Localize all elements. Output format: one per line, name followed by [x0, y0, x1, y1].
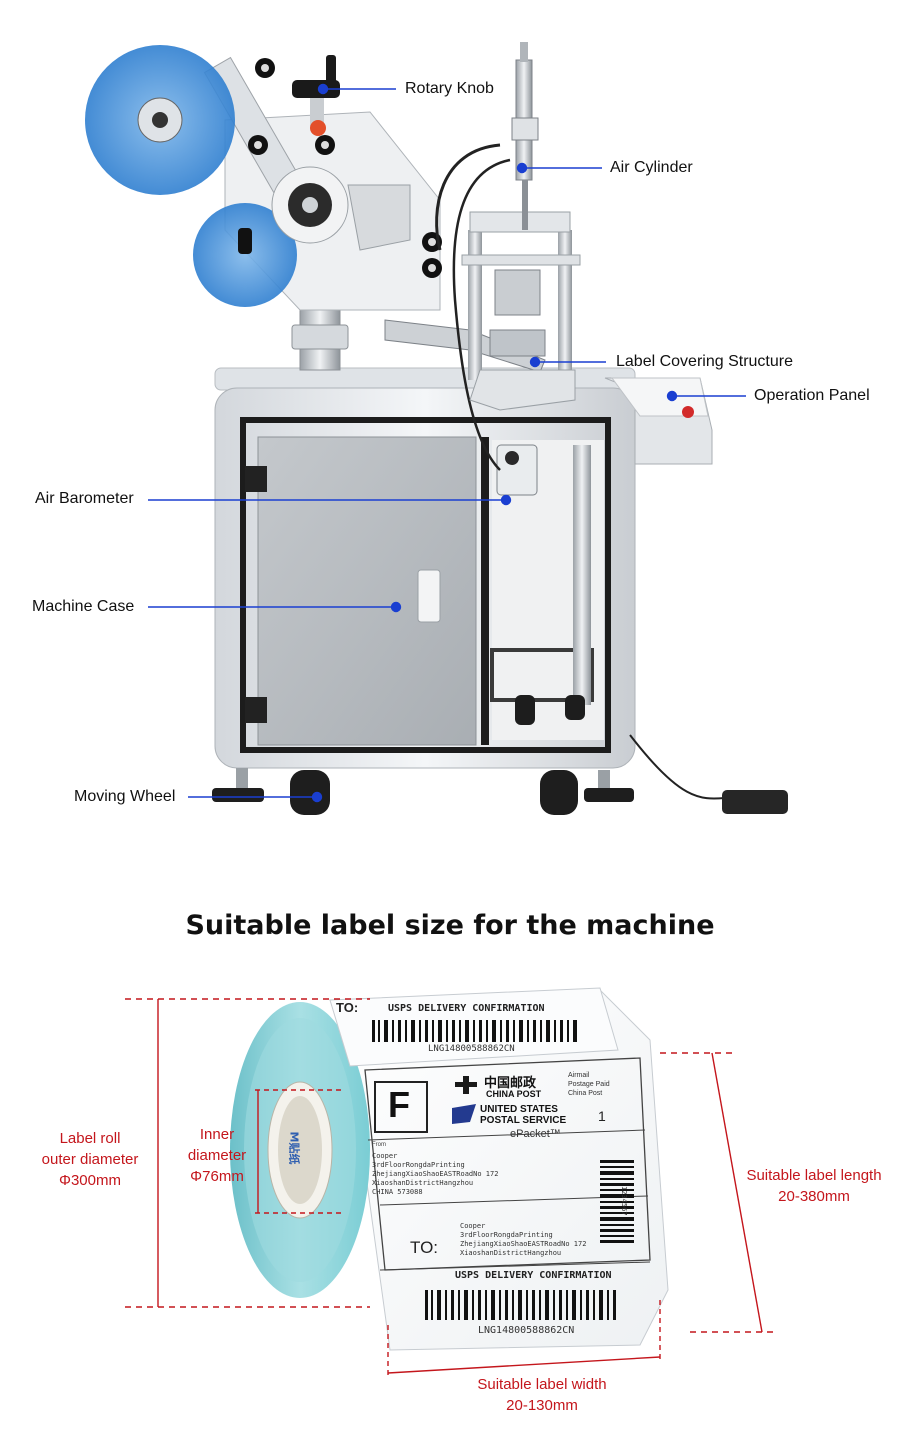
- label-text-tracking-top: LNG14800588862CN: [428, 1044, 515, 1054]
- label-recipient-3: ZhejiangXiaoShaoEASTRoadNo 172: [460, 1240, 587, 1248]
- label-to-big: TO:: [410, 1238, 439, 1257]
- label-airmail: Airmail: [568, 1072, 590, 1079]
- inner-diameter-line2: diameter: [187, 1147, 247, 1164]
- machine-case-door: [257, 436, 477, 746]
- roll-core-brand: M贴纸: [287, 1131, 301, 1165]
- label-covering-structure-label: Label Covering Structure: [616, 353, 793, 370]
- inner-diameter-label: Inner diameter Φ76mm: [184, 1124, 250, 1187]
- barcode-bottom: [425, 1290, 616, 1320]
- label-width-label: Suitable label width 20-130mm: [462, 1374, 622, 1416]
- label-width-line1: Suitable label width: [477, 1376, 607, 1393]
- label-sender-1: Cooper: [372, 1152, 398, 1160]
- air-barometer-label: Air Barometer: [35, 490, 134, 507]
- dimension-lines: [125, 998, 775, 1378]
- outer-diameter-line2: outer diameter: [41, 1151, 139, 1168]
- label-china-post-cn: 中国邮政: [484, 1076, 537, 1091]
- outer-diameter-label: Label roll outer diameter Φ300mm: [30, 1128, 150, 1191]
- operation-panel-label: Operation Panel: [754, 387, 870, 404]
- leveling-foot-left: [212, 788, 264, 802]
- label-side-code: 1234567: [620, 1186, 628, 1216]
- label-usps-name-1: UNITED STATES: [480, 1104, 558, 1115]
- label-tracking-bottom: LNG14800588862CN: [478, 1325, 575, 1336]
- label-china-post: CHINA POST: [486, 1089, 542, 1099]
- label-sender-5: CHINA 573088: [372, 1188, 423, 1196]
- rotary-knob-label: Rotary Knob: [405, 80, 494, 97]
- label-usps-name-2: POSTAL SERVICE: [480, 1115, 567, 1126]
- label-epacket: ePacket™: [510, 1128, 561, 1140]
- label-sender-3: ZhejiangXiaoShaoEASTRoadNo 172: [372, 1170, 499, 1178]
- air-barometer-unit: [496, 444, 538, 496]
- outer-diameter-value: Φ300mm: [59, 1172, 121, 1189]
- label-length-line1: Suitable label length: [746, 1167, 882, 1184]
- label-usps-confirm-bottom: USPS DELIVERY CONFIRMATION: [455, 1270, 612, 1281]
- moving-wheel-left: [290, 770, 330, 815]
- label-length-label: Suitable label length 20-380mm: [736, 1165, 892, 1207]
- label-roll: [230, 987, 669, 1351]
- label-reel-lower: [193, 203, 297, 307]
- machine-case-label: Machine Case: [32, 598, 135, 615]
- inner-diameter-value: Φ76mm: [190, 1168, 244, 1185]
- label-sender-2: 3rdFloorRongdaPrinting: [372, 1161, 465, 1169]
- label-length-value: 20-380mm: [778, 1188, 850, 1205]
- door-handle: [417, 569, 441, 623]
- label-text-to-top: TO:: [336, 1000, 359, 1015]
- moving-wheel-label: Moving Wheel: [74, 788, 176, 805]
- label-recipient-2: 3rdFloorRongdaPrinting: [460, 1231, 553, 1239]
- label-recipient-1: Cooper: [460, 1222, 486, 1230]
- foot-pedal: [722, 790, 788, 814]
- label-text-usps-confirm-top: USPS DELIVERY CONFIRMATION: [388, 1003, 545, 1014]
- inner-diameter-line1: Inner: [199, 1126, 235, 1143]
- label-china-post-small: China Post: [568, 1090, 603, 1097]
- label-sender-4: XiaoshanDistrictHangzhou: [372, 1179, 474, 1187]
- label-from: From: [372, 1142, 386, 1148]
- callout-lines: [148, 83, 746, 803]
- label-postage-paid: Postage Paid: [568, 1081, 610, 1088]
- barcode-top: [372, 1020, 577, 1042]
- label-f-box: F: [388, 1084, 410, 1125]
- outer-diameter-line1: Label roll: [59, 1130, 121, 1147]
- section-title: Suitable label size for the machine: [185, 910, 715, 941]
- barcode-side: [600, 1160, 634, 1243]
- air-cylinder-label: Air Cylinder: [610, 159, 693, 176]
- label-width-value: 20-130mm: [506, 1397, 578, 1414]
- label-number-one: 1: [598, 1108, 606, 1124]
- labeling-machine: [85, 42, 788, 815]
- label-recipient-4: XiaoshanDistrictHangzhou: [460, 1249, 562, 1257]
